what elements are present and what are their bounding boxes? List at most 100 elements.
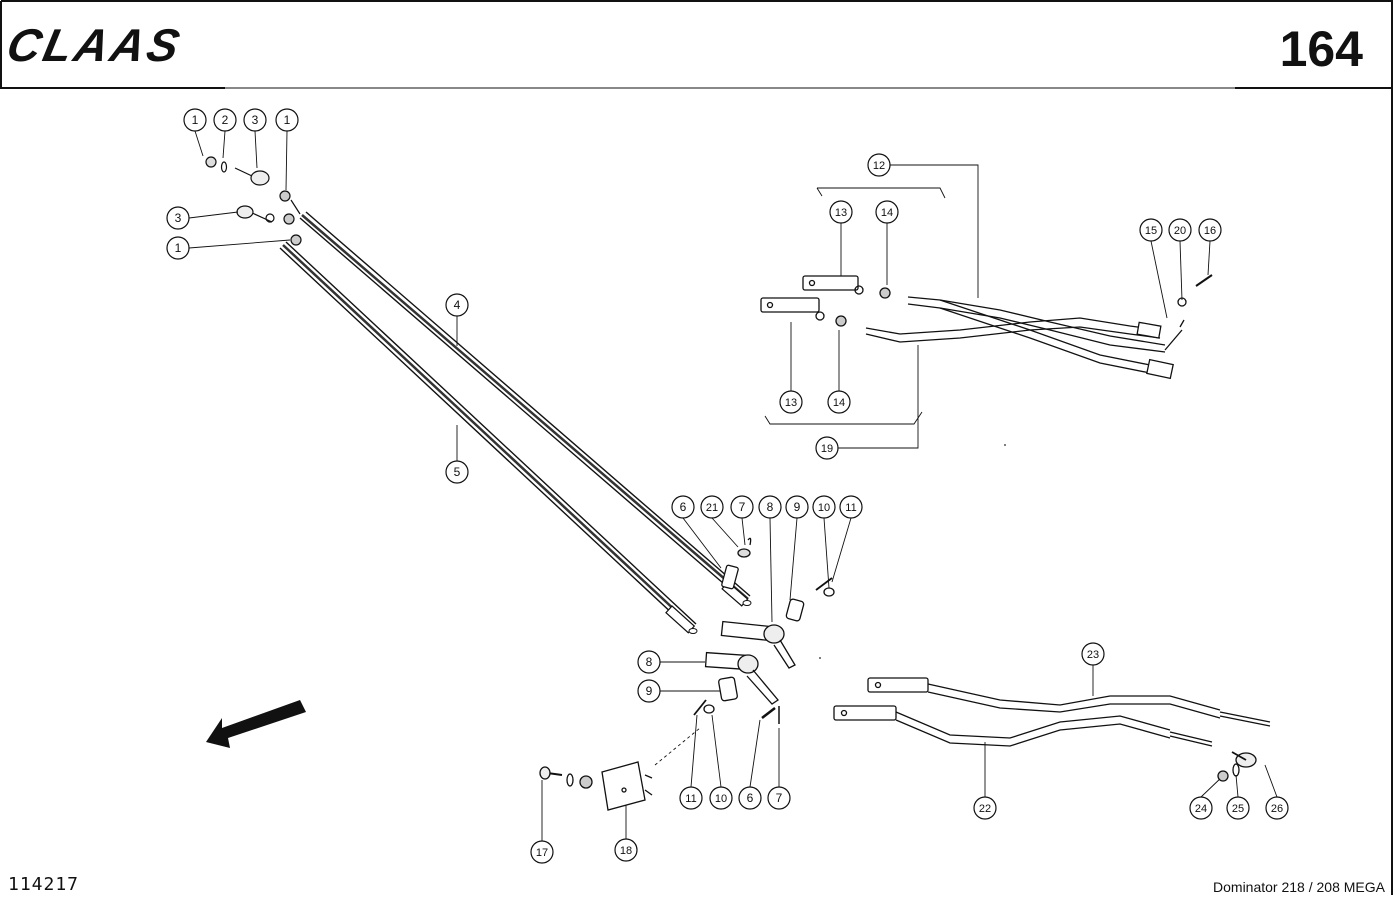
callout-label: 22	[979, 803, 991, 815]
callout-circle	[1198, 218, 1222, 242]
callout-label: 12	[873, 160, 885, 172]
callout-16: 16	[1198, 218, 1222, 242]
callout-label: 7	[776, 791, 783, 805]
callout-14: 14	[875, 200, 899, 224]
callout-label: 10	[818, 502, 830, 514]
callout-label: 8	[767, 500, 774, 514]
callout-label: 25	[1232, 803, 1244, 815]
callout-label: 6	[747, 791, 754, 805]
callout-circle	[614, 838, 638, 862]
callout-circle	[709, 786, 733, 810]
callout-label: 20	[1174, 225, 1186, 237]
callout-label: 16	[1204, 225, 1216, 237]
rod-assembly-22-23	[833, 677, 1271, 782]
callout-12: 12	[867, 153, 891, 177]
callout-15: 15	[1139, 218, 1163, 242]
callout-circle	[530, 840, 554, 864]
callout-11: 11	[679, 786, 703, 810]
callout-label: 3	[252, 113, 259, 127]
callout-label: 11	[845, 502, 856, 514]
page-number: 164	[1279, 21, 1363, 77]
callout-circle	[839, 495, 863, 519]
callout-label: 13	[835, 207, 847, 219]
model-name: Dominator 218 / 208 MEGA	[1213, 879, 1385, 895]
callout-circle	[700, 495, 724, 519]
ball-joint-parts	[205, 156, 302, 246]
callout-circle	[1189, 796, 1213, 820]
callout-circle	[275, 108, 299, 132]
callout-label: 13	[785, 397, 797, 409]
callout-label: 2	[222, 113, 229, 127]
callout-17: 17	[530, 840, 554, 864]
callout-circle	[671, 495, 695, 519]
callout-label: 19	[821, 443, 833, 455]
callout-circle	[973, 796, 997, 820]
callout-7: 7	[767, 786, 791, 810]
callout-circle	[867, 153, 891, 177]
center-marks	[819, 444, 1006, 659]
callout-circle	[183, 108, 207, 132]
callout-circle	[679, 786, 703, 810]
callout-label: 5	[454, 465, 461, 479]
callout-9: 9	[785, 495, 809, 519]
direction-arrow-icon	[206, 700, 306, 748]
callout-circle	[1265, 796, 1289, 820]
callout-circle	[243, 108, 267, 132]
callout-4: 4	[445, 293, 469, 317]
callout-circle	[875, 200, 899, 224]
callout-6: 6	[671, 495, 695, 519]
callout-8: 8	[758, 495, 782, 519]
callout-6: 6	[738, 786, 762, 810]
rod-4	[299, 211, 752, 607]
callout-3: 3	[243, 108, 267, 132]
drawing-number: 114217	[8, 874, 80, 895]
callout-23: 23	[1081, 642, 1105, 666]
callout-label: 10	[715, 793, 727, 805]
callout-8: 8	[637, 650, 661, 674]
callout-circle	[166, 206, 190, 230]
callout-label: 23	[1087, 649, 1099, 661]
callout-label: 6	[680, 500, 687, 514]
callout-circle	[767, 786, 791, 810]
callout-10: 10	[812, 495, 836, 519]
callout-13: 13	[779, 390, 803, 414]
callout-label: 14	[881, 207, 893, 219]
callout-25: 25	[1226, 796, 1250, 820]
callout-21: 21	[700, 495, 724, 519]
callout-19: 19	[815, 436, 839, 460]
callout-label: 1	[175, 241, 182, 255]
callout-label: 11	[685, 793, 696, 805]
callout-label: 7	[739, 500, 746, 514]
leader-lines	[188, 130, 1278, 841]
rod-5	[279, 241, 698, 634]
callout-label: 1	[192, 113, 199, 127]
callout-label: 18	[620, 845, 632, 857]
callout-11: 11	[839, 495, 863, 519]
callout-label: 4	[454, 298, 461, 312]
callout-circle	[445, 293, 469, 317]
callout-label: 14	[833, 397, 845, 409]
callout-label: 24	[1195, 803, 1207, 815]
callout-1: 1	[275, 108, 299, 132]
callout-7: 7	[730, 495, 754, 519]
rod-assembly-12-19	[760, 274, 1213, 380]
callout-label: 21	[706, 502, 718, 514]
callout-circle	[1139, 218, 1163, 242]
callout-circle	[445, 460, 469, 484]
callout-label: 9	[794, 500, 801, 514]
callout-1: 1	[166, 236, 190, 260]
callout-10: 10	[709, 786, 733, 810]
callout-label: 3	[175, 211, 182, 225]
callout-20: 20	[1168, 218, 1192, 242]
callout-3: 3	[166, 206, 190, 230]
callout-label: 1	[284, 113, 291, 127]
callout-circle	[730, 495, 754, 519]
callout-circle	[1226, 796, 1250, 820]
callout-circle	[785, 495, 809, 519]
callout-2: 2	[213, 108, 237, 132]
callout-1: 1	[183, 108, 207, 132]
